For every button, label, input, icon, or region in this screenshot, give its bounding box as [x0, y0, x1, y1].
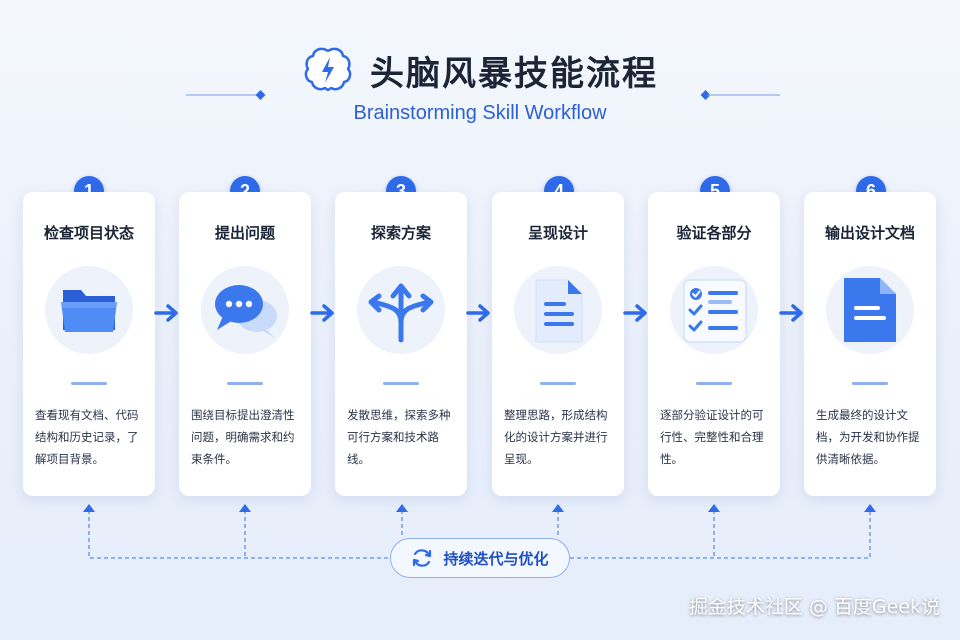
- iteration-loop-pill: 持续迭代与优化: [390, 538, 570, 578]
- chat-bubbles-icon: [215, 285, 277, 338]
- flow-arrow-5-6: [779, 304, 803, 322]
- checklist-icon: [683, 279, 747, 343]
- branching-arrows-icon: [368, 283, 434, 343]
- step-card-6: 输出设计文档 生成最终的设计文档，为开发和协作提供清晰依据。: [804, 192, 936, 496]
- step-title: 探索方案: [370, 224, 431, 242]
- flow-arrow-4-5: [623, 304, 647, 322]
- step-card-1: 检查项目状态 查看现有文档、代码结构和历史记录，了解项目背景。: [23, 192, 155, 496]
- step-description: 围绕目标提出澄清性问题，明确需求和约束条件。: [191, 408, 295, 466]
- step-title: 检查项目状态: [43, 224, 134, 242]
- refresh-icon: [413, 549, 432, 567]
- card-divider: [383, 382, 419, 385]
- step-title: 验证各部分: [676, 224, 752, 242]
- title-row: 头脑风暴技能流程: [0, 44, 960, 96]
- card-divider: [540, 382, 576, 385]
- watermark: 掘金技术社区 @ 百度Geek说: [688, 596, 940, 618]
- step-description: 查看现有文档、代码结构和历史记录，了解项目背景。: [35, 408, 139, 466]
- card-divider: [71, 382, 107, 385]
- page-subtitle: Brainstorming Skill Workflow: [353, 102, 607, 124]
- folder-icon: [61, 290, 117, 332]
- header: 头脑风暴技能流程 Brainstorming Skill Workflow: [0, 40, 960, 130]
- step-description: 发散思维，探索多种可行方案和技术路线。: [347, 408, 451, 466]
- title-decoration-right: [700, 90, 780, 100]
- step-description: 整理思路，形成结构化的设计方案并进行呈现。: [504, 408, 608, 466]
- page-title: 头脑风暴技能流程: [370, 53, 658, 94]
- step-title: 呈现设计: [527, 224, 588, 242]
- step-title: 输出设计文档: [824, 224, 915, 242]
- document-icon: [535, 279, 583, 343]
- output-document-icon: [844, 278, 896, 342]
- iteration-loop-label: 持续迭代与优化: [443, 549, 549, 568]
- step-card-3: 探索方案 发散思维，探索多种可行方案和技术路线。: [335, 192, 467, 496]
- card-divider: [227, 382, 263, 385]
- flow-arrow-1-2: [154, 304, 178, 322]
- step-card-2: 提出问题 围绕目标提出澄清性问题，明确需求和约束条件。: [179, 192, 311, 496]
- step-card-5: 验证各部分 逐部分验证设计的可行性、完整性和合理性。: [648, 192, 780, 496]
- title-decoration-left: [186, 90, 266, 100]
- card-divider: [696, 382, 732, 385]
- brain-lightning-icon: [304, 47, 352, 92]
- step-card-4: 呈现设计 整理思路，形成结构化的设计方案并进行呈现。: [492, 192, 624, 496]
- flow-arrow-2-3: [310, 304, 334, 322]
- flow-arrow-3-4: [466, 304, 490, 322]
- feedback-loop-lines: [83, 504, 876, 559]
- card-divider: [852, 382, 888, 385]
- step-title: 提出问题: [214, 224, 275, 242]
- step-description: 生成最终的设计文档，为开发和协作提供清晰依据。: [816, 408, 920, 466]
- step-description: 逐部分验证设计的可行性、完整性和合理性。: [660, 408, 764, 466]
